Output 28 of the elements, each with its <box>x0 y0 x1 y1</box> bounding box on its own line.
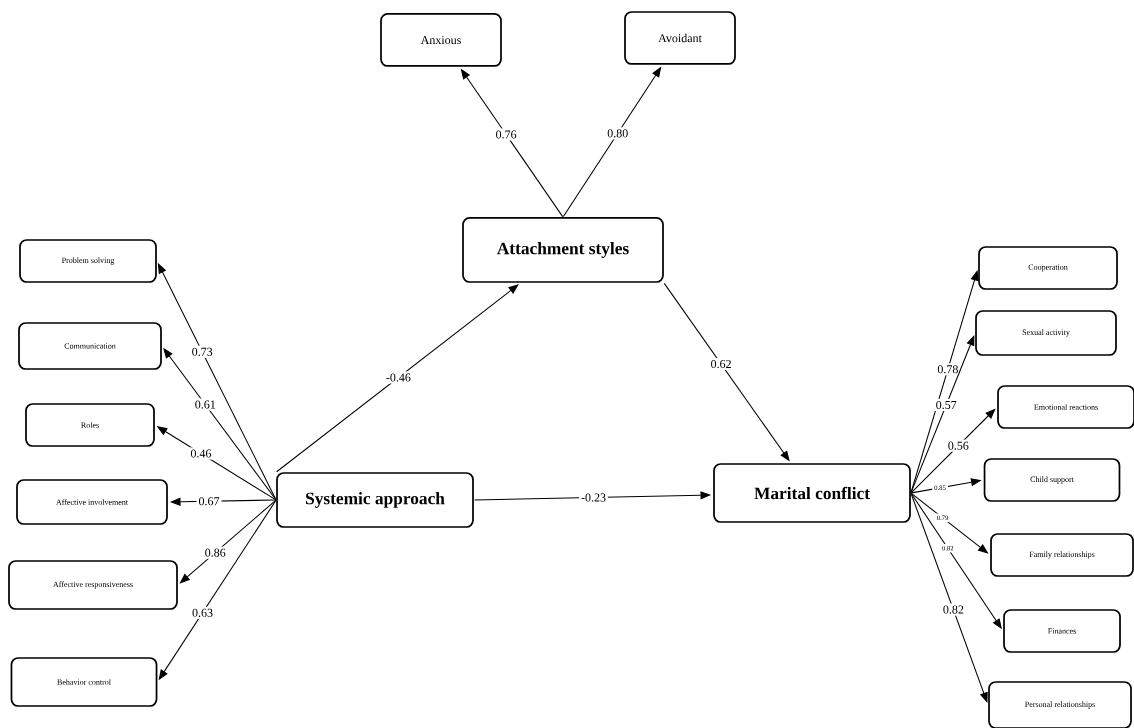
edge-label: 0.78 <box>935 363 961 376</box>
indicator-box: Behavior control <box>10 657 158 707</box>
latent-variable-box: Marital conflict <box>713 463 911 523</box>
edge-label: 0.67 <box>196 495 222 508</box>
latent-variable-box: Attachment styles <box>462 217 664 283</box>
indicator-box: Avoidant <box>624 11 736 65</box>
arrow <box>910 408 996 494</box>
indicator-box: Family relationships <box>990 533 1134 577</box>
indicator-box: Communication <box>18 322 162 370</box>
edge-label: 0.80 <box>605 127 631 140</box>
indicator-box: Emotional reactions <box>997 385 1134 429</box>
arrow <box>276 284 519 473</box>
latent-variable-box: Systemic approach <box>276 472 474 528</box>
edge-label: 0.76 <box>493 128 519 141</box>
indicator-box: Cooperation <box>978 246 1118 290</box>
edge-label: -0.46 <box>383 371 413 384</box>
indicator-box: Problem solving <box>19 239 157 283</box>
indicator-box: Finances <box>1003 609 1121 653</box>
edge-label: 0.46 <box>188 447 214 460</box>
edge-label: -0.23 <box>579 491 608 504</box>
indicator-box: Affective responsiveness <box>8 560 178 610</box>
indicator-box: Personal relationships <box>988 681 1132 728</box>
indicator-box: Affective involvement <box>16 479 168 525</box>
indicator-box: Roles <box>25 403 155 447</box>
indicator-box: Child support <box>983 458 1121 502</box>
indicator-box: Sexual activity <box>975 310 1117 356</box>
indicator-box: Anxious <box>380 13 502 67</box>
edge-label: 0.61 <box>192 398 218 411</box>
